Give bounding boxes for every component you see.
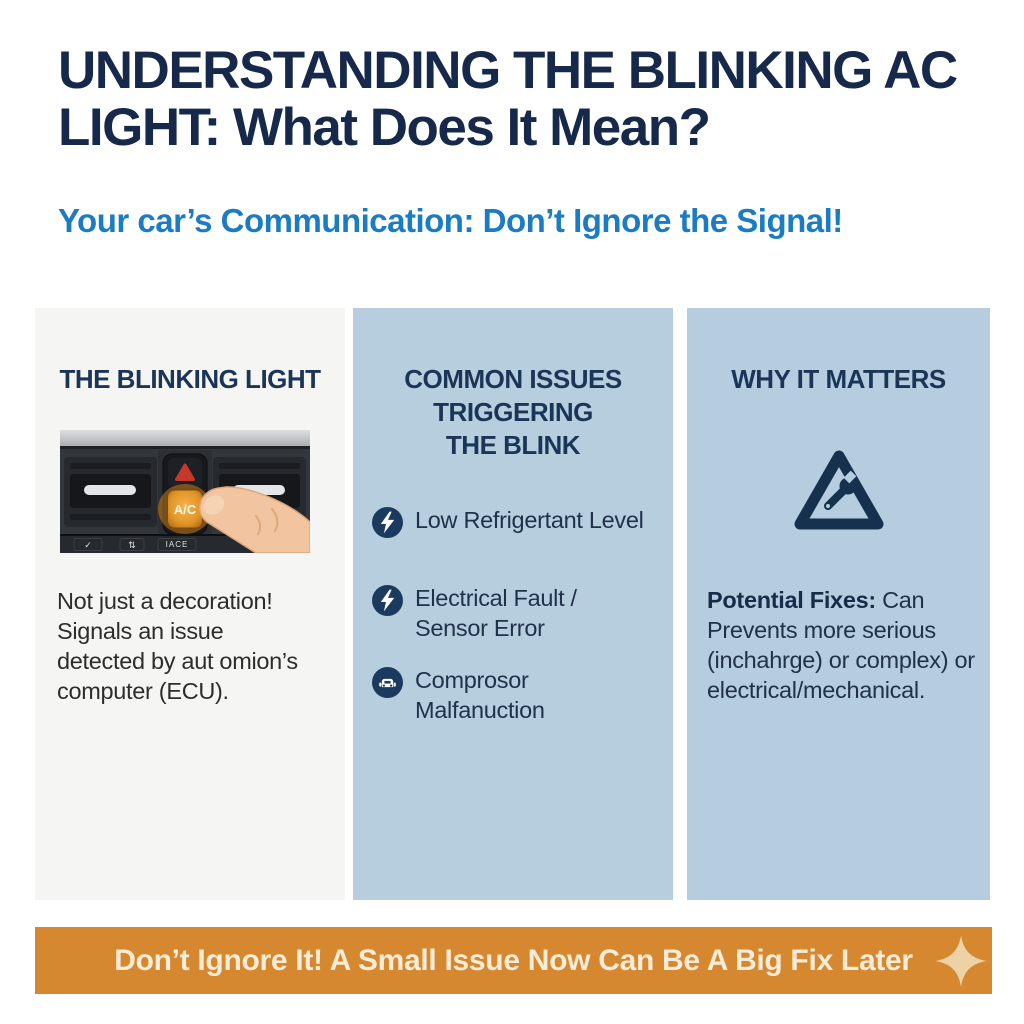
lightning-bolt-icon xyxy=(372,507,403,538)
sparkle-icon xyxy=(935,934,987,987)
strip-label: IACE xyxy=(166,540,189,549)
pointing-finger-icon xyxy=(199,486,310,553)
page-subtitle: Your car’s Communication: Don’t Ignore t… xyxy=(58,202,843,239)
column-common-issues: COMMON ISSUES TRIGGERING THE BLINK Low R… xyxy=(353,308,673,900)
issues-list: Low Refrigertant Level Electrical Fault … xyxy=(372,506,664,725)
list-item: Low Refrigertant Level xyxy=(372,506,664,538)
ac-button: A/C xyxy=(158,484,212,534)
dashboard-silver-trim xyxy=(60,430,310,446)
column-header: COMMON ISSUES TRIGGERING THE BLINK xyxy=(404,364,622,461)
ac-control-panel-illustration: A/C ✓ ⇅ IACE xyxy=(60,430,310,553)
left-air-vent-icon xyxy=(64,457,157,527)
column-header: WHY IT MATTERS xyxy=(731,364,946,394)
warning-triangle-wrench-icon xyxy=(794,450,883,530)
list-item: Comprosor Malfanuction xyxy=(372,666,664,725)
issue-label: Comprosor Malfanuction xyxy=(415,667,545,723)
banner-text: Don’t Ignore It! A Small Issue Now Can B… xyxy=(114,943,913,977)
issue-label: Low Refrigertant Level xyxy=(415,507,644,533)
blinking-light-description: Not just a decoration! Signals an issue … xyxy=(57,588,298,704)
warning-triangle-indicator-icon xyxy=(168,458,202,488)
ac-button-label: A/C xyxy=(174,502,197,517)
lightning-bolt-icon xyxy=(372,585,403,616)
page-title: UNDERSTANDING THE BLINKING AC LIGHT: Wha… xyxy=(58,41,958,158)
strip-check-icon: ✓ xyxy=(84,541,92,551)
car-compressor-icon xyxy=(372,667,403,699)
list-item: Electrical Fault / Sensor Error xyxy=(372,584,664,643)
column-why-it-matters: WHY IT MATTERS Potential Fixes: Can Prev… xyxy=(687,308,990,900)
potential-fixes-text: Can Prevents more serious (inchahrge) or… xyxy=(707,587,975,704)
why-it-matters-description: Potential Fixes: Can Prevents more serio… xyxy=(707,585,979,705)
issue-label: Electrical Fault / Sensor Error xyxy=(415,585,577,641)
strip-updown-icon: ⇅ xyxy=(128,541,136,551)
column-blinking-light: THE BLINKING LIGHT xyxy=(35,308,345,900)
potential-fixes-lead: Potential Fixes: xyxy=(707,587,876,613)
bottom-banner: Don’t Ignore It! A Small Issue Now Can B… xyxy=(35,927,992,994)
column-header: THE BLINKING LIGHT xyxy=(59,364,321,394)
